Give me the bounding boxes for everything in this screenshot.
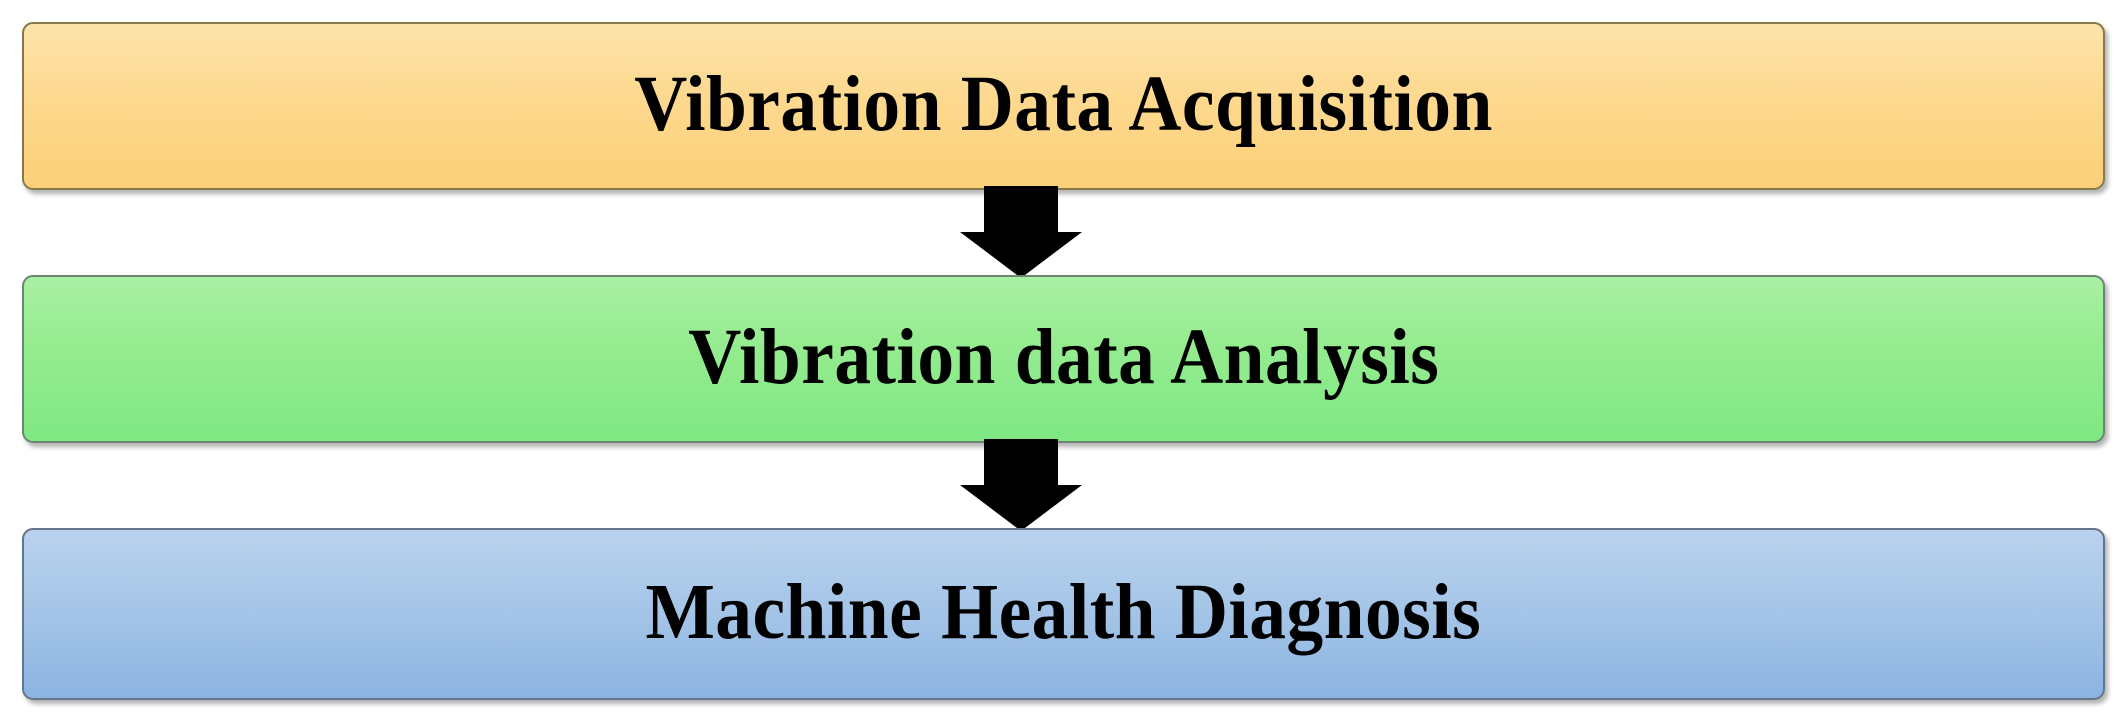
process-node-acquisition-label: Vibration Data Acquisition [634, 60, 1493, 148]
process-node-analysis[interactable]: Vibration data Analysis [22, 275, 2105, 443]
process-node-analysis-label: Vibration data Analysis [687, 313, 1440, 401]
process-node-acquisition[interactable]: Vibration Data Acquisition [22, 22, 2105, 190]
down-block-arrow-icon-2 [960, 439, 1082, 531]
process-node-diagnosis-label: Machine Health Diagnosis [645, 568, 1482, 656]
process-node-diagnosis[interactable]: Machine Health Diagnosis [22, 528, 2105, 700]
down-block-arrow-icon-1 [960, 186, 1082, 278]
